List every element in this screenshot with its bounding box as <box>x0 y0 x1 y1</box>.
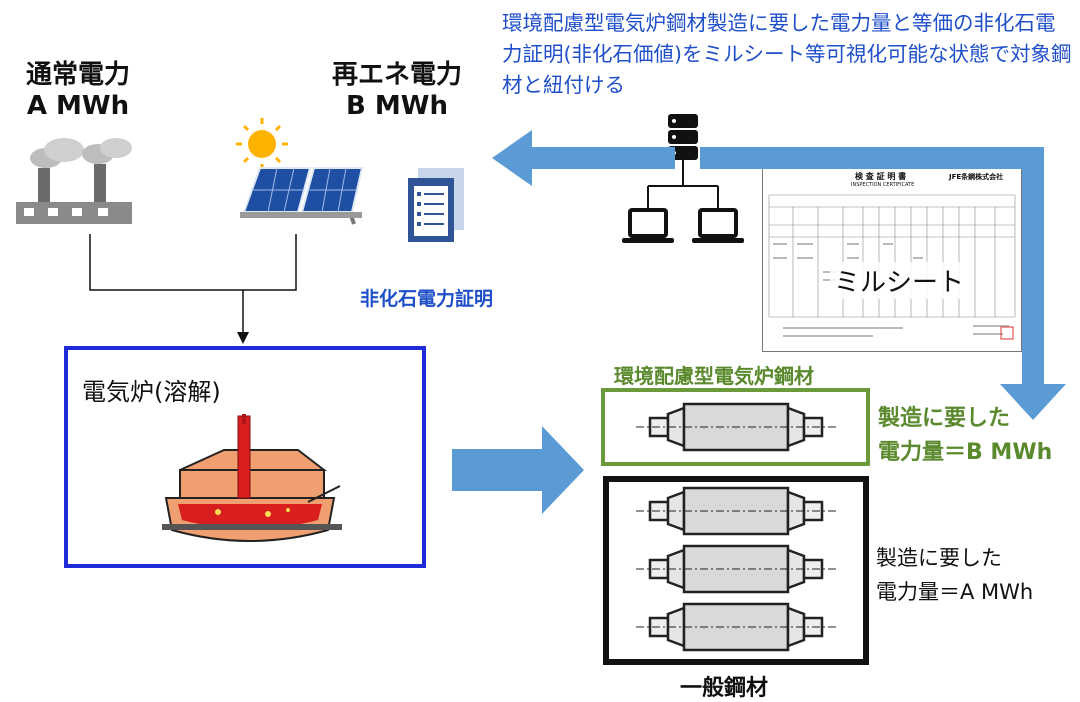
eco-steel-power-note: 製造に要した 電力量＝B MWh <box>878 402 1052 470</box>
certificate-label: 非化石電力証明 <box>360 288 494 310</box>
factory-icon <box>16 138 132 224</box>
certificate-document-icon <box>408 168 464 242</box>
steel-roll-general-icon-3 <box>636 602 836 652</box>
general-steel-box <box>603 476 869 665</box>
mill-sheet-label: ミルシート <box>830 262 969 299</box>
renewable-power-amount: B MWh <box>346 91 448 121</box>
linkage-note: 環境配慮型電気炉鋼材製造に要した電力量と等価の非化石電力証明(非化石価値)をミル… <box>502 11 1072 97</box>
eco-steel-box <box>601 388 870 466</box>
normal-power-amount: A MWh <box>26 91 130 121</box>
eco-steel-note-line2: 電力量＝B MWh <box>878 440 1053 465</box>
electric-furnace-icon <box>162 414 342 542</box>
database-network-icon <box>622 114 744 243</box>
eco-steel-title: 環境配慮型電気炉鋼材 <box>614 364 814 388</box>
mill-sheet-title: 検 査 証 明 書 <box>855 172 907 181</box>
mill-sheet-document: 検 査 証 明 書 INSPECTION CERTIFICATE JFE条鋼株式… <box>762 166 1022 352</box>
mill-sheet-subtitle: INSPECTION CERTIFICATE <box>851 182 915 188</box>
eco-steel-note-line1: 製造に要した <box>878 406 1011 431</box>
furnace-to-steel-arrow <box>452 426 584 514</box>
normal-power-label: 通常電力 A MWh <box>8 60 148 122</box>
renewable-power-label: 再エネ電力 B MWh <box>322 60 472 122</box>
general-steel-power-note: 製造に要した 電力量＝A MWh <box>876 541 1033 609</box>
solar-panel-icon <box>236 118 364 225</box>
normal-power-title: 通常電力 <box>25 60 130 90</box>
linkage-left-arrow <box>492 130 675 186</box>
general-steel-note-line1: 製造に要した <box>876 546 1002 570</box>
steel-roll-eco-icon <box>636 402 836 452</box>
steel-roll-general-icon-1 <box>636 486 836 536</box>
renewable-power-title: 再エネ電力 <box>331 60 462 90</box>
steel-roll-general-icon-2 <box>636 544 836 594</box>
electric-furnace-label: 電気炉(溶解) <box>82 378 221 406</box>
linkage-down-arrow <box>700 147 1066 420</box>
electric-furnace-box <box>64 346 426 568</box>
general-steel-title: 一般鋼材 <box>680 676 769 701</box>
mill-sheet-company: JFE条鋼株式会社 <box>949 173 1004 181</box>
general-steel-note-line2: 電力量＝A MWh <box>876 580 1034 604</box>
